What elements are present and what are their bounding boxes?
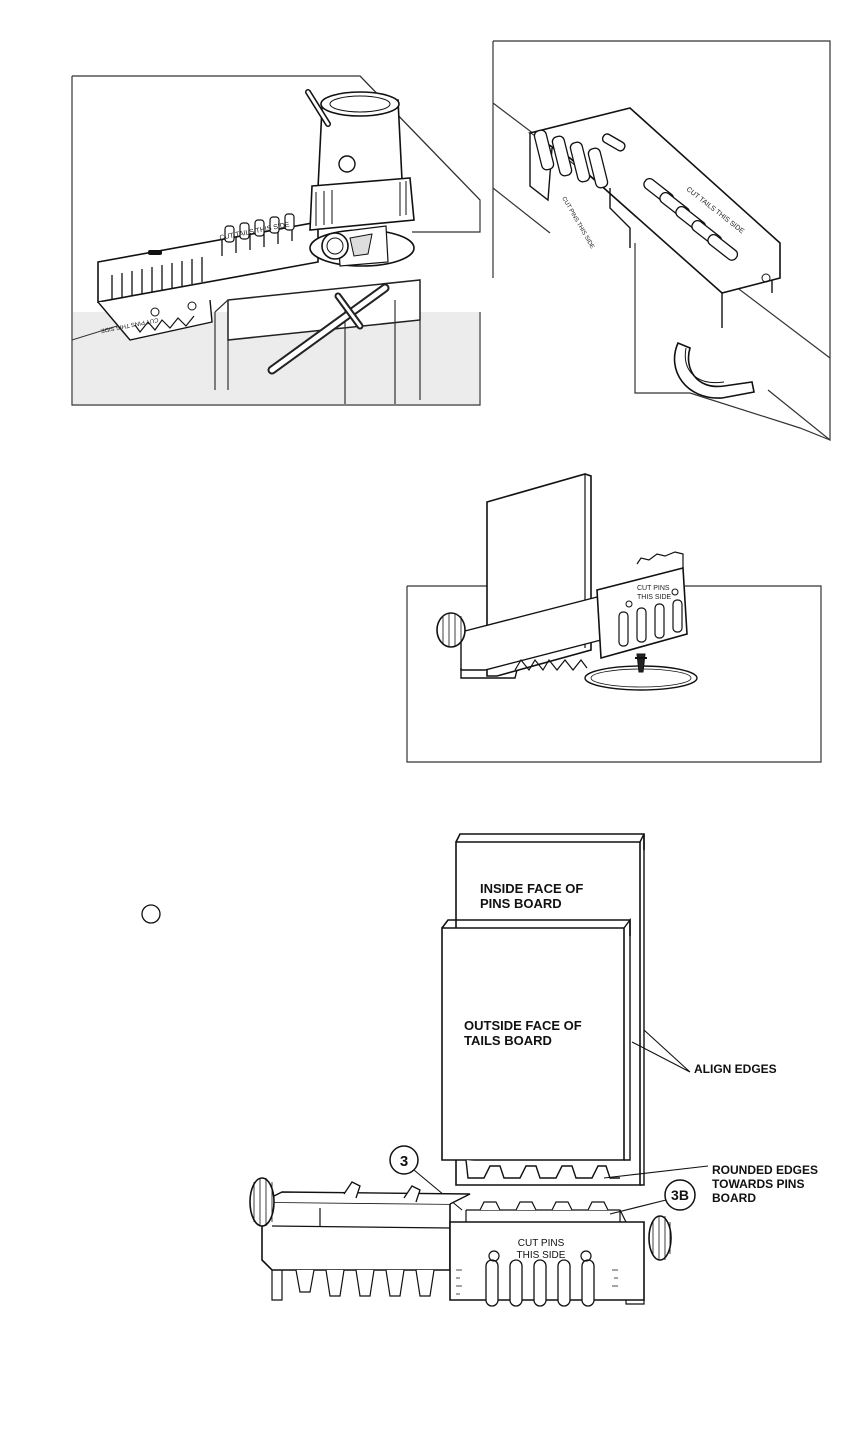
fig3-pins-label-2: THIS SIDE [637,594,672,601]
outside-face-label-2: TAILS BOARD [464,1033,552,1048]
align-edges-label: ALIGN EDGES [694,1062,777,1076]
rounded-edges-label-3: BOARD [712,1191,756,1205]
callout-3b-label: 3B [671,1187,689,1203]
rounded-edges-label-1: ROUNDED EDGES [712,1163,818,1177]
figure-board-alignment: INSIDE FACE OF PINS BOARD OUTSIDE FACE O… [0,830,865,1310]
fig4-jig-label-2: THIS SIDE [517,1250,566,1261]
inside-face-label-1: INSIDE FACE OF [480,881,583,896]
figure-jig-on-board: CUT TAILS THIS SIDE CUT PINS THIS SIDE [490,38,835,443]
callout-3-label: 3 [400,1153,408,1170]
fig2-pins-label: CUT PINS THIS SIDE [560,196,595,250]
inside-face-label-2: PINS BOARD [480,896,562,911]
outside-face-label-1: OUTSIDE FACE OF [464,1018,582,1033]
fig3-pins-label-1: CUT PINS [637,585,670,592]
figure-pins-board-setup: CUT PINS THIS SIDE [405,472,825,764]
step-circle-icon [142,905,160,923]
rounded-edges-label-2: TOWARDS PINS [712,1177,804,1191]
fig4-jig-label-1: CUT PINS [518,1238,565,1249]
